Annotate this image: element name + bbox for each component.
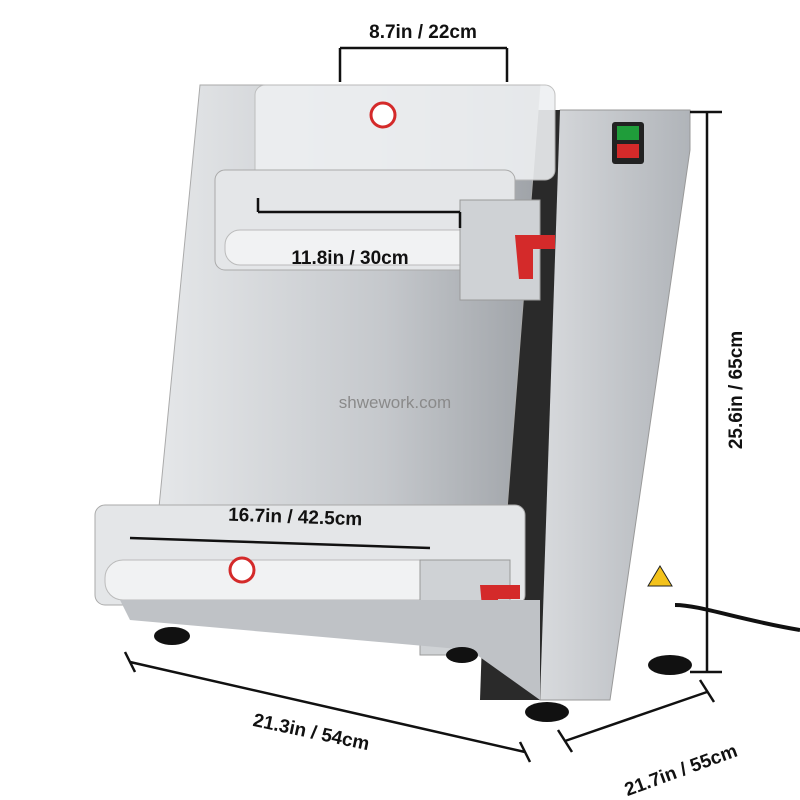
switch-on-green	[617, 126, 639, 140]
foot	[525, 702, 569, 722]
no-hands-sign-top	[369, 101, 397, 129]
upper-roller-dimension: 11.8in / 30cm	[291, 248, 408, 269]
depth-dimension: 21.7in / 55cm	[622, 741, 740, 800]
foot	[446, 647, 478, 663]
upper-adjust-knob	[515, 235, 555, 279]
height-dimension: 25.6in / 65cm	[726, 331, 747, 449]
base	[120, 600, 540, 700]
foot	[648, 655, 692, 675]
top-cover	[254, 84, 556, 181]
lower-roller-dimension: 16.7in / 42.5cm	[228, 505, 363, 531]
switch-off-red	[617, 144, 639, 158]
foot	[154, 627, 190, 645]
top-roller-dimension: 8.7in / 22cm	[369, 22, 477, 43]
side-panel	[539, 109, 691, 701]
width-dimension: 21.3in / 54cm	[251, 710, 371, 755]
power-cord	[674, 603, 800, 632]
lower-roller	[104, 559, 466, 601]
watermark: shwework.com	[339, 393, 451, 412]
dimension-lines	[123, 46, 722, 763]
no-hands-sign-bottom	[228, 556, 256, 584]
warning-icon	[647, 565, 673, 587]
